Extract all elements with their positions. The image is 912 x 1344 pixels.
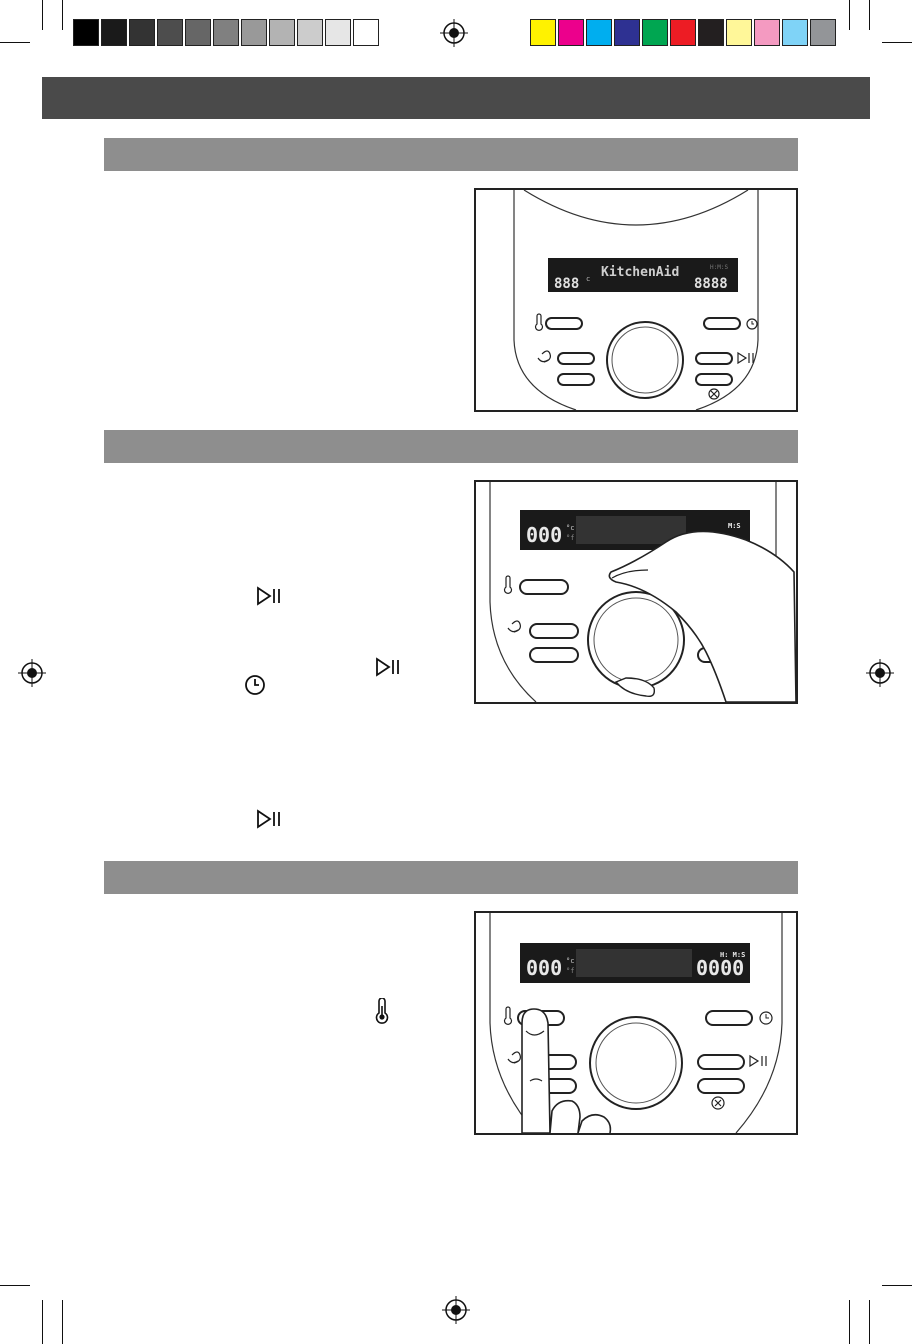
- right-readout: 8888: [694, 276, 728, 292]
- color-swatch: [642, 19, 668, 46]
- registration-mark-icon: [18, 659, 46, 687]
- play-pause-icon: [257, 809, 280, 829]
- stir-icon: [507, 620, 521, 633]
- color-swatch: [670, 19, 696, 46]
- thermometer-icon: [534, 313, 544, 331]
- unit-c-label: °c: [566, 524, 574, 532]
- registration-mark-icon: [866, 659, 894, 687]
- color-swatch: [782, 19, 808, 46]
- gray-swatch: [241, 19, 267, 46]
- registration-mark-icon: [442, 1296, 470, 1324]
- unit-f-label: °f: [566, 967, 574, 975]
- cancel-icon: [708, 388, 720, 400]
- gray-swatch: [129, 19, 155, 46]
- stir-icon: [537, 350, 551, 363]
- unit-f-label: °f: [566, 534, 574, 542]
- gray-swatch: [185, 19, 211, 46]
- gray-swatch: [157, 19, 183, 46]
- color-swatch: [586, 19, 612, 46]
- color-swatch: [810, 19, 836, 46]
- gray-swatch: [325, 19, 351, 46]
- play-pause-icon: [257, 586, 280, 606]
- crop-mark: [869, 1300, 870, 1344]
- color-swatch: [614, 19, 640, 46]
- crop-mark: [869, 0, 870, 30]
- left-readout: 000: [526, 956, 562, 980]
- time-units-label: H:M:S: [710, 264, 728, 271]
- play-pause-icon: [749, 1054, 767, 1068]
- crop-mark: [882, 42, 912, 43]
- crop-mark: [849, 1300, 850, 1344]
- color-swatch: [558, 19, 584, 46]
- crop-mark: [42, 0, 43, 30]
- gray-swatch: [73, 19, 99, 46]
- color-swatch: [726, 19, 752, 46]
- gray-swatch: [213, 19, 239, 46]
- unit-label: c: [586, 275, 590, 283]
- control-panel-illustration-3: 000 °c °f 0000 H: M:S: [474, 911, 798, 1135]
- control-panel-illustration-1: KitchenAid 888 c 8888 H:M:S: [474, 188, 798, 412]
- thermometer-icon: [503, 575, 513, 594]
- unit-c-label: °c: [566, 957, 574, 965]
- clock-icon: [759, 1011, 773, 1025]
- thermometer-icon: [503, 1006, 513, 1025]
- color-swatch: [754, 19, 780, 46]
- crop-mark: [42, 1300, 43, 1344]
- section-header-bar-2: [104, 430, 798, 463]
- gray-swatch: [353, 19, 379, 46]
- right-readout: 0000: [696, 956, 744, 980]
- color-swatch: [698, 19, 724, 46]
- gray-swatch: [269, 19, 295, 46]
- section-header-bar-3: [104, 861, 798, 894]
- stir-icon: [507, 1051, 521, 1064]
- play-pause-icon: [376, 657, 399, 677]
- section-header-bar-1: [104, 138, 798, 171]
- thermometer-icon: [375, 998, 389, 1024]
- left-readout: 888: [554, 276, 579, 292]
- crop-mark: [849, 0, 850, 30]
- left-readout: 000: [526, 523, 562, 547]
- crop-mark: [62, 0, 63, 30]
- gray-swatch: [297, 19, 323, 46]
- clock-icon: [245, 675, 265, 695]
- control-panel-illustration-2: 000 °c °f M:S: [474, 480, 798, 704]
- color-swatch: [530, 19, 556, 46]
- logo-text: KitchenAid: [601, 265, 679, 280]
- gray-swatch: [101, 19, 127, 46]
- page-title-bar: [42, 77, 870, 119]
- crop-mark: [62, 1300, 63, 1344]
- registration-mark-icon: [440, 19, 468, 47]
- crop-mark: [882, 1285, 912, 1286]
- time-units-label: H: M:S: [720, 951, 745, 959]
- crop-mark: [0, 1285, 30, 1286]
- play-pause-icon: [737, 351, 754, 365]
- crop-mark: [0, 42, 30, 43]
- cancel-icon: [711, 1096, 725, 1110]
- clock-icon: [746, 318, 758, 330]
- time-units-label: M:S: [728, 522, 741, 530]
